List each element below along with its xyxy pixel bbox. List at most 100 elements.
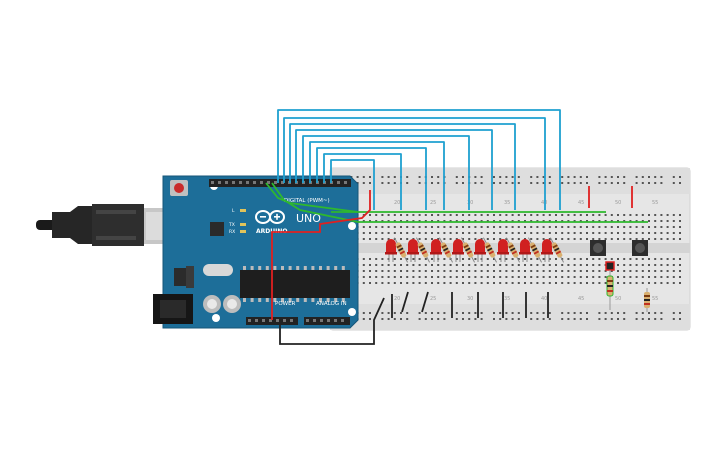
breadboard-hole [387, 226, 390, 228]
breadboard-hole [480, 264, 483, 266]
breadboard-hole [567, 258, 570, 260]
resistor-5[interactable] [481, 236, 499, 263]
led-5[interactable] [474, 239, 486, 262]
breadboard-hole [573, 270, 576, 272]
breadboard-hole [635, 238, 638, 240]
breadboard-hole [443, 270, 446, 272]
breadboard-hole [635, 270, 638, 272]
breadboard-hole [592, 238, 595, 240]
breadboard-hole [542, 232, 545, 234]
dc-power-jack[interactable] [153, 294, 193, 324]
breadboard-hole [561, 318, 564, 320]
crystal [203, 264, 233, 276]
breadboard-hole [406, 276, 409, 278]
red-power-wires[interactable] [271, 186, 633, 320]
blue-signal-wires[interactable] [277, 109, 561, 210]
breadboard-hole [604, 238, 607, 240]
reset-button[interactable] [170, 180, 188, 196]
led-rim [385, 252, 397, 255]
breadboard-hole [443, 318, 446, 320]
resistor-4[interactable] [459, 236, 477, 263]
black-ground-wires[interactable] [279, 291, 549, 345]
breadboard-hole [362, 318, 365, 320]
digital-header[interactable] [209, 179, 351, 187]
breadboard-hole [406, 264, 409, 266]
resistor-7[interactable] [526, 236, 544, 263]
breadboard-hole [548, 214, 551, 216]
led-array[interactable] [385, 239, 553, 262]
mounting-hole [348, 222, 356, 230]
breadboard-hole [468, 232, 471, 234]
breadboard-hole [499, 264, 502, 266]
breadboard-hole [524, 258, 526, 260]
pushbutton-1[interactable] [590, 240, 606, 256]
chip-pin [265, 266, 269, 270]
breadboard-hole [462, 318, 464, 320]
breadboard-hole [455, 226, 458, 228]
breadboard-hole [505, 220, 508, 222]
breadboard-hole [592, 282, 595, 284]
breadboard-hole [387, 220, 390, 222]
resistor-3[interactable] [437, 236, 455, 263]
breadboard-hole [505, 318, 508, 320]
led-4[interactable] [452, 239, 464, 262]
chip-pin [250, 266, 254, 270]
led-2[interactable] [407, 239, 419, 262]
analog-header[interactable] [304, 317, 350, 325]
breadboard-hole [542, 258, 545, 260]
resistor-8[interactable] [548, 236, 566, 263]
breadboard-hole [648, 312, 650, 314]
resistor-array[interactable] [392, 236, 566, 263]
led-7[interactable] [519, 239, 531, 262]
pulldown-resistor-1[interactable] [605, 261, 615, 310]
led-6[interactable] [497, 239, 509, 262]
breadboard-hole [480, 182, 483, 184]
breadboard-hole [623, 282, 626, 284]
green-signal-wires[interactable] [265, 182, 648, 223]
breadboard-hole [375, 264, 378, 266]
led-1[interactable] [385, 239, 397, 262]
breadboard-hole [499, 220, 502, 222]
breadboard-hole [555, 270, 557, 272]
resistor-6[interactable] [504, 236, 522, 263]
atmega-microcontroller [240, 266, 350, 302]
breadboard-hole [455, 258, 458, 260]
breadboard-hole [362, 312, 365, 314]
breadboard-hole [499, 182, 502, 184]
breadboard-hole [592, 264, 595, 266]
breadboard-hole [561, 232, 564, 234]
led-body [386, 239, 396, 254]
breadboard-hole [393, 312, 396, 314]
power-header[interactable] [246, 317, 298, 325]
breadboard-hole [536, 264, 539, 266]
led-body [453, 239, 463, 254]
pulldown-resistor-2[interactable] [644, 288, 650, 312]
resistor-2[interactable] [414, 236, 432, 263]
breadboard-hole [623, 276, 626, 278]
breadboard-hole [449, 220, 452, 222]
breadboard-hole [604, 270, 607, 272]
arduino-uno-board[interactable]: DIGITAL (PWM~) L TX RX ARDUINO UNO [153, 175, 359, 329]
mounting-hole [212, 314, 220, 322]
breadboard-hole [505, 258, 508, 260]
breadboard-hole [455, 312, 458, 314]
breadboard-hole [505, 264, 508, 266]
led-3[interactable] [430, 239, 442, 262]
led-body [431, 239, 441, 254]
breadboard-hole [579, 176, 582, 178]
breadboard-hole [648, 258, 650, 260]
resistor-band [533, 250, 540, 255]
breadboard-hole [641, 312, 644, 314]
svg-text:55: 55 [652, 296, 658, 302]
breadboard-hole [443, 276, 446, 278]
breadboard-hole [406, 182, 409, 184]
resistor-1[interactable] [392, 236, 410, 263]
breadboard-hole [617, 182, 619, 184]
breadboard-hole [586, 270, 588, 272]
breadboard-hole [548, 238, 551, 240]
led-8[interactable] [541, 239, 553, 262]
breadboard-hole [648, 282, 650, 284]
usb-cable[interactable] [36, 204, 166, 246]
pushbutton-2[interactable] [632, 240, 648, 256]
breadboard-hole [567, 238, 570, 240]
